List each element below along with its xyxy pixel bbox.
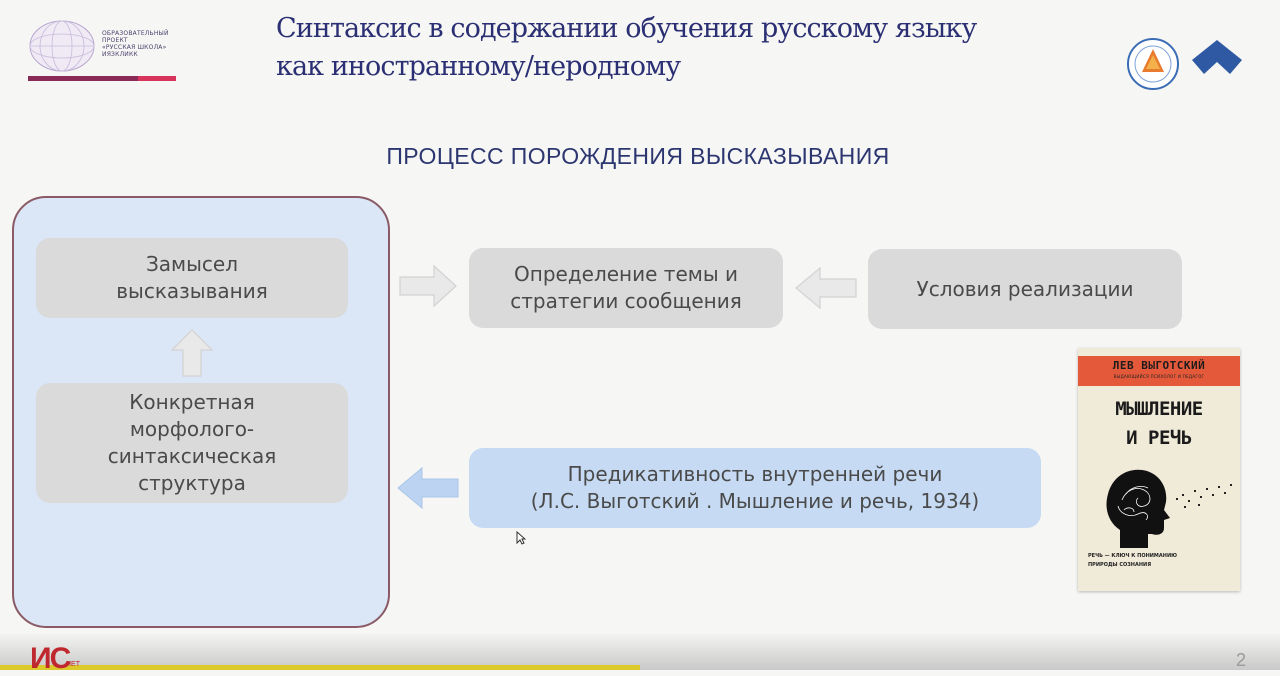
slide-title: Синтаксис в содержании обучения русскому… — [276, 10, 977, 86]
slide-title-line-2: как иностранному/неродному — [276, 51, 681, 82]
footer-bar — [0, 634, 1280, 670]
topic-strategy-box: Определение темы и стратегии сообщения — [469, 248, 783, 328]
chevron-logo-icon — [1192, 40, 1242, 74]
inner-speech-box: Предикативность внутренней речи (Л.С. Вы… — [469, 448, 1041, 528]
university-seal-icon — [1127, 38, 1179, 90]
book-author-subtitle: ВЫДАЮЩИЙСЯ ПСИХОЛОГ И ПЕДАГОГ — [1113, 374, 1205, 379]
arrow-up-icon — [170, 329, 214, 377]
arrow-right-icon — [399, 264, 457, 308]
letters-scatter-icon — [1176, 484, 1232, 508]
slide-title-line-1: Синтаксис в содержании обучения русскому… — [276, 13, 977, 44]
idea-box: Замысел высказывания — [36, 238, 348, 318]
book-author-band — [1078, 356, 1240, 386]
head-silhouette-icon — [1106, 469, 1170, 548]
book-author: ЛЕВ ВЫГОТСКИЙ — [1112, 359, 1206, 372]
structure-box: Конкретная морфолого- синтаксическая стр… — [36, 383, 348, 503]
conditions-box: Условия реализации — [868, 249, 1182, 329]
page-number: 2 — [1236, 650, 1247, 670]
book-cover: ЛЕВ ВЫГОТСКИЙ ВЫДАЮЩИЙСЯ ПСИХОЛОГ И ПЕДА… — [1078, 348, 1240, 591]
arrow-left-icon — [795, 266, 857, 310]
arrow-left-blue-icon — [397, 466, 459, 510]
footer-logo: ИС — [30, 642, 71, 675]
logo-caption: ОБРАЗОВАТЕЛЬНЫЙ ПРОЕКТ «РУССКАЯ ШКОЛА» И… — [102, 30, 169, 58]
globe-logo-icon — [29, 20, 95, 72]
book-title: МЫШЛЕНИЕ И РЕЧЬ — [1115, 398, 1203, 449]
footer-logo-sub: ПЕТ — [66, 661, 80, 668]
book-tagline: РЕЧЬ — КЛЮЧ К ПОНИМАНИЮ ПРИРОДЫ СОЗНАНИЯ — [1088, 553, 1178, 568]
section-heading: ПРОЦЕСС ПОРОЖДЕНИЯ ВЫСКАЗЫВАНИЯ — [386, 143, 890, 169]
footer-progress-stripe — [0, 665, 640, 670]
logo-stripe-accent — [138, 76, 176, 81]
project-logo: ОБРАЗОВАТЕЛЬНЫЙ ПРОЕКТ «РУССКАЯ ШКОЛА» И… — [26, 16, 206, 84]
logo-stripe — [28, 76, 138, 81]
mouse-cursor-icon — [516, 531, 526, 545]
